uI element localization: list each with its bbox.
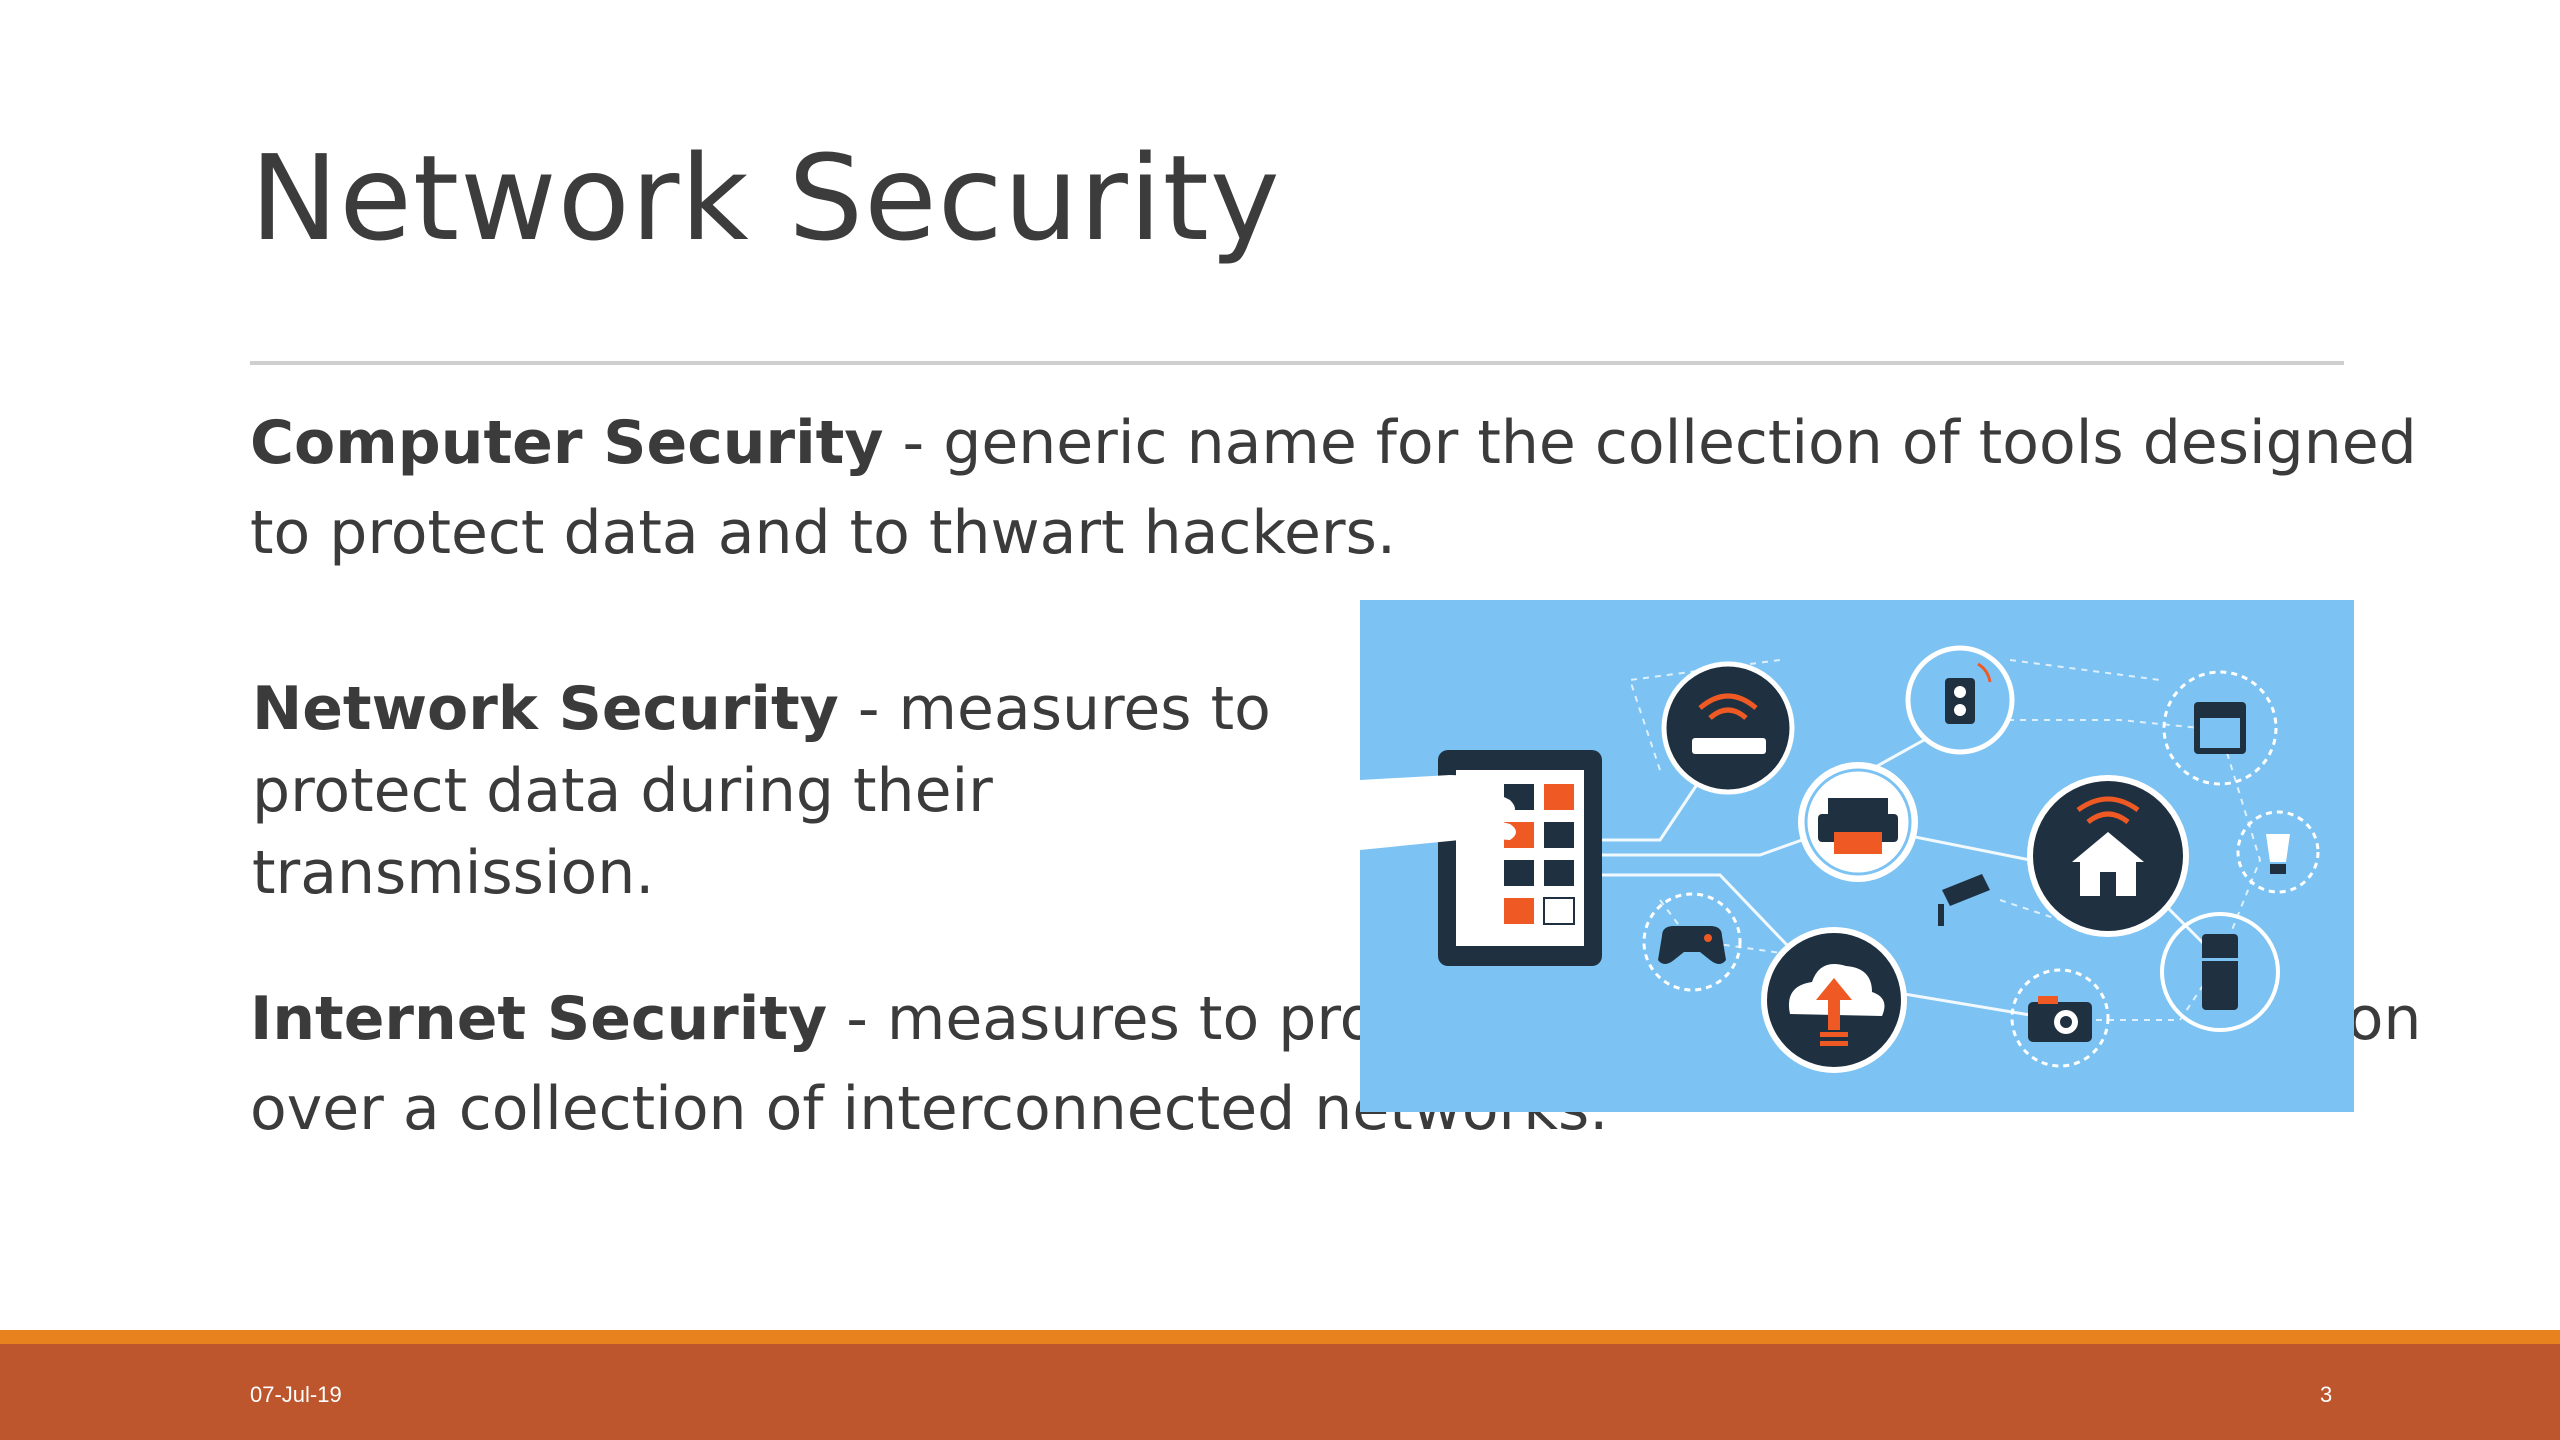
gamepad-icon: [1642, 892, 1742, 992]
printer-icon: [1798, 762, 1918, 882]
oven-icon: [2162, 670, 2278, 786]
home-icon: [2027, 775, 2189, 937]
definition-computer-security: - generic name for the collection of too…: [250, 408, 2417, 568]
term-network-security: Network Security: [252, 674, 839, 744]
slide-title: Network Security: [250, 129, 1281, 267]
paragraph-network-security: Network Security - measures to protect d…: [252, 668, 1302, 914]
term-internet-security: Internet Security: [250, 984, 828, 1054]
footer-accent-stripe: [0, 1330, 2560, 1344]
speaker-icon: [1905, 645, 2015, 755]
definition-network-security: - measures to protect data during their …: [252, 674, 1271, 908]
iot-network-illustration: [1360, 600, 2354, 1112]
footer-bar: [0, 1344, 2560, 1440]
cloud-upload-icon: [1761, 927, 1907, 1073]
router-icon: [1661, 661, 1795, 795]
footer-date: 07-Jul-19: [250, 1382, 342, 1407]
title-divider: [250, 361, 2344, 365]
footer-page-number: 3: [2320, 1382, 2333, 1407]
hand-icon: [1360, 775, 1516, 850]
paragraph-computer-security: Computer Security - generic name for the…: [250, 398, 2450, 578]
cctv-icon: [1938, 874, 1990, 926]
camera-icon: [2010, 968, 2110, 1068]
lightbulb-icon: [2236, 810, 2320, 894]
term-computer-security: Computer Security: [250, 408, 884, 478]
fridge-icon: [2160, 912, 2280, 1032]
